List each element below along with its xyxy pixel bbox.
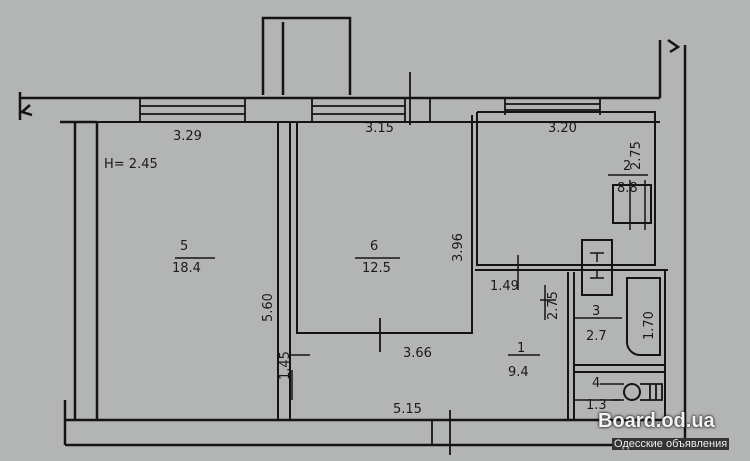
watermark-site: Board.od.ua [598, 410, 715, 432]
room-3-area: 2.7 [586, 329, 607, 344]
room-4-area: 1.3 [586, 398, 607, 413]
room-3-number: 3 [592, 304, 600, 319]
room-2-area: 8.8 [617, 181, 638, 196]
plan-labels: H= 2.45 5 18.4 6 12.5 2 8.8 1 9.4 3 2.7 … [104, 121, 657, 417]
dim-room6-bottom: 3.66 [403, 346, 432, 361]
dim-room5-width: 3.29 [173, 129, 202, 144]
dim-room2-depth: 2.75 [629, 141, 644, 170]
room-6-area: 12.5 [362, 261, 391, 276]
room-5-area: 18.4 [172, 261, 201, 276]
dim-room2-width: 3.20 [548, 121, 577, 136]
dim-room5-depth: 5.60 [261, 293, 276, 322]
dim-room6-depth: 3.96 [451, 233, 466, 262]
dim-room6-width: 3.15 [365, 121, 394, 136]
dim-hall-width: 1.49 [490, 279, 519, 294]
watermark: Board.od.ua Одесские объявления [598, 410, 730, 451]
room-5-number: 5 [180, 239, 188, 254]
dim-bottom-wall: 5.15 [393, 402, 422, 417]
room-1-area: 9.4 [508, 365, 529, 380]
watermark-tagline: Одесские объявления [612, 438, 730, 450]
room-6-number: 6 [370, 239, 378, 254]
ceiling-height: H= 2.45 [104, 157, 158, 172]
dim-hall-depth: 2.75 [546, 291, 561, 320]
dim-corridor: 1.45 [278, 351, 293, 380]
room-4-number: 4 [592, 376, 600, 391]
walls [18, 16, 690, 455]
dim-bath-length: 1.70 [642, 311, 657, 340]
room-1-number: 1 [517, 341, 525, 356]
room-2-number: 2 [623, 159, 631, 174]
